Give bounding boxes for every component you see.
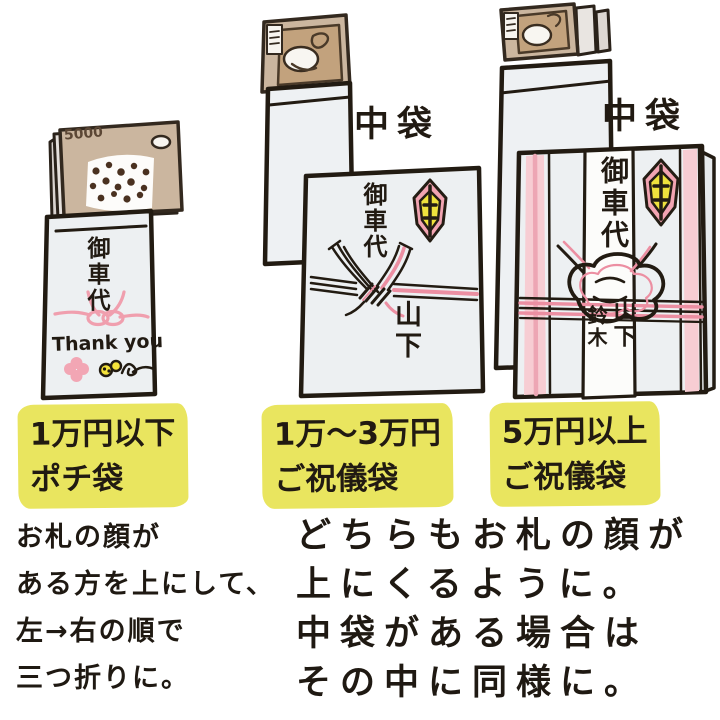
- caption-line: 左→右の順で: [16, 616, 186, 647]
- price-label-line: 1万〜3万円: [273, 415, 442, 453]
- pochi-bill-stack: [48, 120, 184, 221]
- caption-line: 上にくるように。: [296, 565, 647, 605]
- caption-line: その中に同様に。: [296, 663, 649, 703]
- large-giver-name-right: 山下: [609, 298, 635, 350]
- price-label-line: 5万円以上: [501, 413, 648, 451]
- price-label-medium: 1万〜3万円 ご祝儀袋: [261, 403, 454, 509]
- caption-pochi-folding: お札の顔が ある方を上にして、 左→右の順で 三つ折りに。: [16, 514, 275, 702]
- caption-gift-envelopes: どちらもお札の顔が 上にくるように。 中袋がある場合は その中に同様に。: [296, 512, 692, 708]
- price-label-large: 5万円以上 ご祝儀袋: [489, 401, 661, 507]
- medium-mizuhiki-knot: [309, 239, 479, 318]
- large-envelope-title: 御車代: [597, 156, 630, 252]
- large-inner-envelope-label: 中袋: [602, 97, 689, 137]
- large-bill-stack: [499, 2, 612, 62]
- thank-you-text: Thank you: [51, 330, 164, 356]
- pochi-mizuhiki-knot: [53, 290, 150, 327]
- caption-line: 中袋がある場合は: [296, 614, 649, 654]
- caption-line: どちらもお札の顔が: [296, 516, 693, 556]
- large-noshi-decoration: [642, 158, 680, 227]
- price-label-line: ご祝儀袋: [274, 460, 399, 498]
- price-label-line: ご祝儀袋: [502, 458, 627, 496]
- large-gift-envelope: [512, 143, 716, 400]
- medium-noshi-decoration: [412, 178, 448, 243]
- flower-icon: [64, 357, 89, 382]
- large-mizuhiki-band: [518, 296, 704, 324]
- pochi-bill-denomination: 5000: [63, 124, 104, 144]
- caption-line: ある方を上にして、: [16, 569, 275, 600]
- price-label-line: 1万円以下: [29, 415, 176, 453]
- pochi-envelope: [40, 208, 158, 401]
- bill-dot-pattern: [89, 161, 150, 203]
- medium-giver-name: 山下: [390, 300, 421, 362]
- caption-line: 三つ折りに。: [16, 663, 190, 694]
- medium-banknote: [260, 13, 352, 94]
- caption-line: お札の顔が: [16, 522, 161, 553]
- large-awaji-knot: [556, 240, 666, 324]
- medium-inner-envelope-label: 中袋: [354, 105, 441, 145]
- medium-envelope-title: 御車代: [359, 182, 387, 260]
- large-giver-name-left: 鈴木: [584, 305, 608, 349]
- pochi-envelope-title: 御車代: [83, 236, 109, 314]
- bee-icon: [98, 359, 156, 378]
- price-label-pochi: 1万円以下 ポチ袋: [17, 403, 189, 509]
- price-label-line: ポチ袋: [30, 460, 124, 498]
